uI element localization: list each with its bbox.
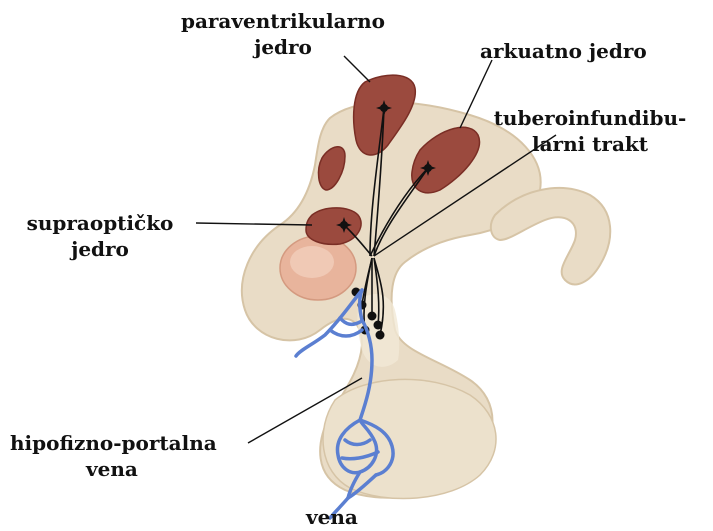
label-portal-line2: vena — [10, 456, 217, 482]
pituitary-lobe — [323, 379, 496, 498]
label-arcuate-text: arkuatno jedro — [480, 38, 647, 64]
label-tuberoinfundibular-tract: tuberoinfundibu- larni trakt — [470, 105, 710, 157]
label-vein: vena — [306, 504, 358, 530]
supraoptic-nucleus — [306, 208, 361, 245]
label-supraoptic-line2: jedro — [10, 236, 190, 262]
label-paraventricular-line2: jedro — [158, 34, 408, 60]
label-tuberoinfundibular-line2: larni trakt — [470, 131, 710, 157]
label-vein-text: vena — [306, 504, 358, 530]
label-tuberoinfundibular-line1: tuberoinfundibu- — [470, 105, 710, 131]
label-supraoptic-line1: supraoptičko — [10, 210, 190, 236]
label-supraoptic-nucleus: supraoptičko jedro — [10, 210, 190, 262]
label-arcuate-nucleus: arkuatno jedro — [480, 38, 647, 64]
label-portal-vein: hipofizno-portalna vena — [10, 430, 217, 482]
label-paraventricular-line1: paraventrikularno — [158, 8, 408, 34]
label-paraventricular-nucleus: paraventrikularno jedro — [158, 8, 408, 60]
label-portal-line1: hipofizno-portalna — [10, 430, 217, 456]
optic-chiasm-highlight — [290, 246, 334, 278]
mammillary-process — [491, 188, 610, 284]
